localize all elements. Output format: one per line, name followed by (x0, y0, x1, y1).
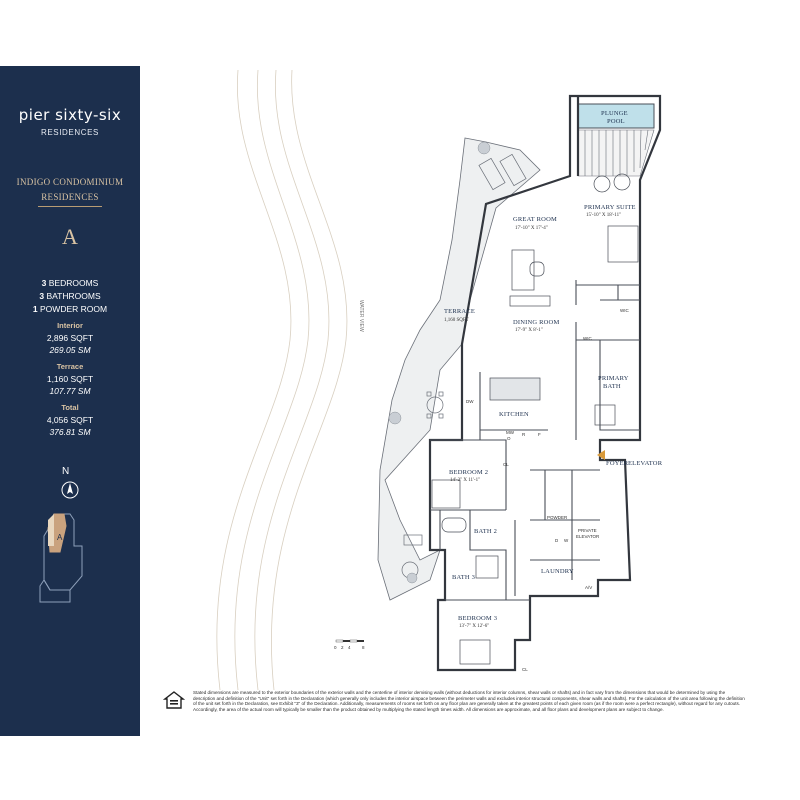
compass-icon (61, 481, 79, 499)
bedrooms-count: 3 (41, 278, 47, 288)
interior-heading: Interior (57, 321, 83, 330)
freezer-label: F (538, 432, 541, 437)
terrace-landscape (377, 137, 541, 601)
dishwasher-label: DW (466, 399, 474, 404)
plunge-pool-label-1: PLUNGE (601, 110, 628, 117)
info-sidebar: pier sixty-six RESIDENCES INDIGO CONDOMI… (0, 66, 140, 736)
private-elevator-label-1: PRIVATE (578, 528, 597, 533)
terrace-label: TERRACE (444, 308, 476, 315)
pool-deck-hatch (577, 129, 655, 177)
interior-sm: 269.05 SM (49, 345, 91, 355)
primary-bath-label-1: PRIMARY (598, 375, 629, 382)
compass-label: N (62, 466, 70, 477)
washer-label: W (564, 538, 569, 543)
bedroom3-label: BEDROOM 3 (458, 615, 498, 622)
great-room-label: GREAT ROOM (513, 216, 557, 223)
great-room-dimensions: 17'-10" X 17'-4" (515, 226, 548, 231)
collection-divider (38, 206, 102, 207)
terrace-furniture (401, 153, 527, 579)
bedroom2-closet-label: CL (503, 462, 509, 467)
scale-mark-0: 0 (334, 645, 337, 650)
terrace-heading: Terrace (56, 362, 84, 371)
terrace-area: 1,160 SQFT (444, 318, 469, 323)
bath3-label: BATH 3 (452, 574, 476, 581)
total-heading: Total (61, 403, 79, 412)
kitchen-label: KITCHEN (499, 411, 529, 418)
floor-plan-drawing: WATER VIEW (216, 69, 662, 690)
legal-disclaimer: Stated dimensions are measured to the ex… (193, 690, 745, 712)
powder-label: POWDER (547, 515, 568, 520)
powder-count: 1 (32, 304, 38, 314)
brand-logo: pier sixty-six (18, 106, 122, 124)
primary-suite-label: PRIMARY SUITE (584, 204, 636, 211)
interior-walls (430, 280, 640, 601)
bedrooms-label: BEDROOMS (48, 278, 99, 288)
key-plan: A (39, 513, 83, 603)
terrace-sm: 107.77 SM (49, 386, 91, 396)
microwave-label: MW (506, 430, 514, 435)
wic-label-1: WIC (583, 336, 592, 341)
bathrooms-stat: 3 BATHROOMS (0, 291, 140, 301)
unit-letter: A (62, 224, 78, 249)
total-sqft: 4,056 SQFT (46, 415, 94, 425)
furniture (431, 173, 639, 665)
primary-bath-label-2: BATH (603, 383, 621, 390)
bedroom3-closet-label: CL (522, 667, 528, 672)
dryer-label: D (555, 538, 559, 543)
total-sm: 376.81 SM (49, 427, 91, 437)
plunge-pool-label-2: POOL (607, 118, 625, 125)
equal-housing-opportunity-icon (163, 691, 185, 709)
brand-subtitle: RESIDENCES (40, 128, 99, 137)
powder-stat: 1 POWDER ROOM (0, 304, 140, 314)
exterior-walls (428, 94, 662, 672)
private-elevator-label-2: ELEVATOR (576, 534, 600, 539)
shoreline-lines (216, 69, 348, 690)
oven-label: O (507, 436, 511, 441)
bedroom2-dimensions: 14'-2" X 11'-1" (450, 478, 481, 483)
plunge-pool (577, 103, 655, 129)
scale-bar (335, 639, 364, 643)
powder-label: POWDER ROOM (40, 304, 108, 314)
refrigerator-label: R (522, 432, 526, 437)
key-plan-letter: A (57, 533, 63, 542)
av-closet-label: A/V (585, 585, 593, 590)
collection-title-line2: RESIDENCES (41, 192, 99, 202)
laundry-label: LAUNDRY (541, 568, 574, 575)
plant-icons (388, 141, 491, 584)
elevator-label: ELEVATOR (628, 460, 663, 467)
interior-sqft: 2,896 SQFT (46, 333, 94, 343)
scale-mark-8: 8 (362, 645, 365, 650)
bath2-label: BATH 2 (474, 528, 498, 535)
dining-room-label: DINING ROOM (513, 319, 560, 326)
foyer-label: FOYER (606, 460, 629, 467)
bathrooms-count: 3 (39, 291, 45, 301)
bedroom2-label: BEDROOM 2 (449, 469, 489, 476)
scale-mark-2: 2 (341, 645, 344, 650)
bedroom3-dimensions: 13'-7" X 12'-6" (459, 624, 490, 629)
dining-room-dimensions: 17'-9" X 8'-1" (515, 328, 543, 333)
bedrooms-stat: 3 BEDROOMS (0, 278, 140, 288)
entry-arrow-icon (597, 450, 605, 460)
terrace-sqft: 1,160 SQFT (46, 374, 94, 384)
collection-title-line1: INDIGO CONDOMINIUM (16, 177, 124, 187)
scale-mark-4: 4 (348, 645, 351, 650)
primary-suite-dimensions: 15'-10" X 18'-11" (586, 213, 622, 218)
water-view-label: WATER VIEW (358, 300, 364, 332)
bathrooms-label: BATHROOMS (46, 291, 101, 301)
wic-label-2: WIC (620, 308, 629, 313)
